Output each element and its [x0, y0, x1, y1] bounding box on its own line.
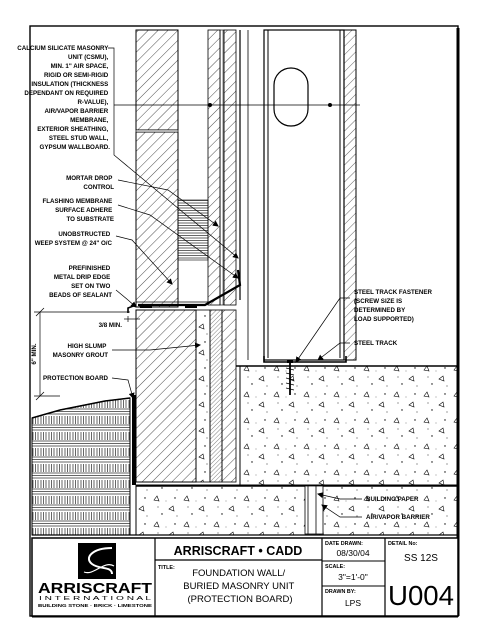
scale-label: SCALE:	[325, 564, 345, 570]
flashing-membrane	[138, 269, 242, 307]
exterior-sheathing-layer	[223, 29, 237, 306]
drawn-by-label: DRAWN BY:	[325, 589, 356, 595]
detail-label: DETAIL No:	[388, 541, 418, 547]
logo-tagline: BUILDING STONE · BRICK · LIMESTONE	[38, 603, 152, 608]
annotation-notes: CALCIUM SILICATE MASONRY UNIT (CSMU), MI…	[17, 45, 434, 521]
note-drip-edge: PREFINISHED METAL DRIP EDGE SET ON TWO B…	[49, 265, 112, 299]
note-protection-board: PROTECTION BOARD	[43, 375, 109, 382]
gypsum-wallboard	[343, 29, 357, 361]
track-fastener	[285, 360, 295, 395]
mortar-joint-upper	[135, 129, 179, 133]
note-steel-track: STEEL TRACK	[354, 340, 398, 347]
mortar-drop-control	[177, 199, 209, 261]
scale-value: 3"=1'-0"	[338, 572, 368, 582]
wall-section-drawing	[31, 29, 459, 536]
csmu-middle-veneer	[135, 131, 179, 308]
note-csmu: CALCIUM SILICATE MASONRY UNIT (CSMU), MI…	[17, 45, 110, 151]
note-3-8-min: 3/8 MIN.	[99, 322, 123, 329]
protection-board	[132, 395, 136, 485]
title-block: ARRISCRAFT I N T E R N A T I O N A L BUI…	[31, 537, 459, 617]
dimension-6-min	[34, 307, 130, 401]
logo-word: ARRISCRAFT	[38, 580, 152, 597]
air-vapor-barrier-layer	[219, 29, 225, 306]
detail-number: U004	[388, 580, 454, 611]
date-label: DATE DRAWN:	[325, 541, 363, 547]
date-value: 08/30/04	[336, 548, 369, 558]
steel-track	[263, 356, 347, 363]
drawing-title: FOUNDATION WALL/ BURIED MASONRY UNIT (PR…	[183, 568, 297, 605]
drawn-by-value: LPS	[345, 598, 361, 608]
concrete-slab	[239, 365, 459, 487]
leader-lines	[108, 47, 362, 518]
detail-code: SS 12S	[404, 553, 438, 564]
note-weep: UNOBSTRUCTED WEEP SYSTEM @ 24" O/C	[35, 231, 113, 247]
note-building-paper: BUILDING PAPER	[366, 496, 419, 503]
note-grout: HIGH SLUMP MASONRY GROUT	[53, 343, 109, 359]
stud-knockout	[273, 67, 309, 127]
dimension-3-8-min	[124, 316, 140, 322]
company-banner: ARRISCRAFT • CADD	[174, 544, 303, 558]
note-fastener: STEEL TRACK FASTENER (SCREW SIZE IS DETE…	[354, 289, 434, 323]
arriscraft-logo: ARRISCRAFT I N T E R N A T I O N A L BUI…	[38, 543, 152, 608]
note-air-vapor-barrier: AIR/VAPOR BARRIER	[366, 514, 430, 521]
buried-masonry-unit	[135, 309, 197, 483]
high-slump-grout	[195, 309, 211, 483]
csmu-upper-veneer	[135, 29, 179, 131]
note-flashing: FLASHING MEMBRANE SURFACE ADHERE TO SUBS…	[42, 198, 114, 223]
note-6-min: 6" MIN.	[31, 343, 38, 364]
title-label: TITLE:	[158, 565, 175, 571]
concrete-footing	[135, 484, 459, 536]
logo-subtitle: I N T E R N A T I O N A L	[39, 596, 151, 602]
backfill-soil	[31, 397, 131, 536]
note-mortar-drop: MORTAR DROP CONTROL	[66, 175, 114, 191]
